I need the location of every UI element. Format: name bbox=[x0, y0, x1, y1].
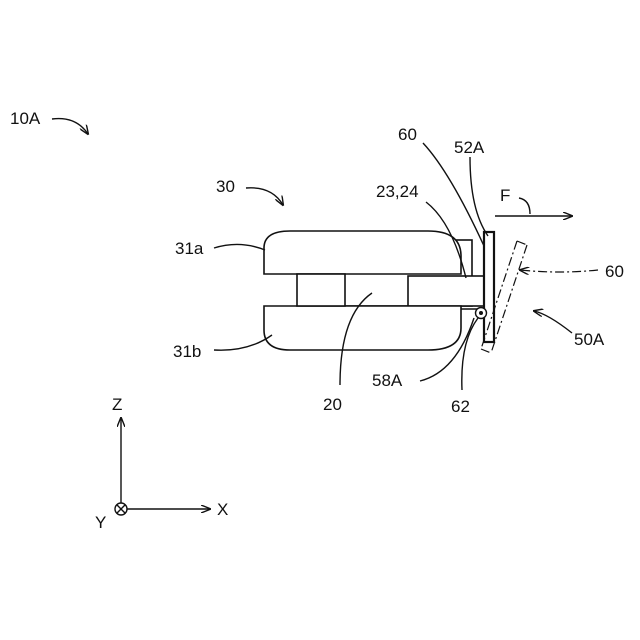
label-60-right: 60 bbox=[605, 262, 624, 281]
y-axis-into-page-icon bbox=[115, 503, 127, 515]
force-leader bbox=[519, 198, 530, 214]
label-30: 30 bbox=[216, 177, 235, 196]
label-20: 20 bbox=[323, 395, 342, 414]
leader-30 bbox=[246, 188, 283, 205]
pad-31a bbox=[264, 231, 461, 274]
axis-label-z: Z bbox=[112, 395, 122, 414]
leader-10a bbox=[52, 119, 88, 134]
label-31b: 31b bbox=[173, 342, 201, 361]
label-50a: 50A bbox=[574, 330, 605, 349]
leader-50a bbox=[534, 311, 572, 333]
pad-31b bbox=[264, 306, 461, 350]
label-31a: 31a bbox=[175, 239, 204, 258]
label-10a: 10A bbox=[10, 109, 41, 128]
leader-31a bbox=[214, 244, 265, 250]
axis-label-y: Y bbox=[95, 513, 106, 532]
label-2324: 23,24 bbox=[376, 182, 419, 201]
connector-block bbox=[297, 274, 345, 306]
label-60-top: 60 bbox=[398, 125, 417, 144]
body-20-shaft bbox=[408, 276, 484, 306]
leader-60-right bbox=[520, 270, 598, 272]
label-62: 62 bbox=[451, 397, 470, 416]
label-58a: 58A bbox=[372, 371, 403, 390]
axis-label-x: X bbox=[217, 500, 228, 519]
leader-31b bbox=[214, 335, 272, 350]
label-force: F bbox=[500, 186, 510, 205]
pivot-62-inner bbox=[479, 311, 483, 315]
label-52a: 52A bbox=[454, 138, 485, 157]
leader-52a bbox=[470, 157, 488, 236]
